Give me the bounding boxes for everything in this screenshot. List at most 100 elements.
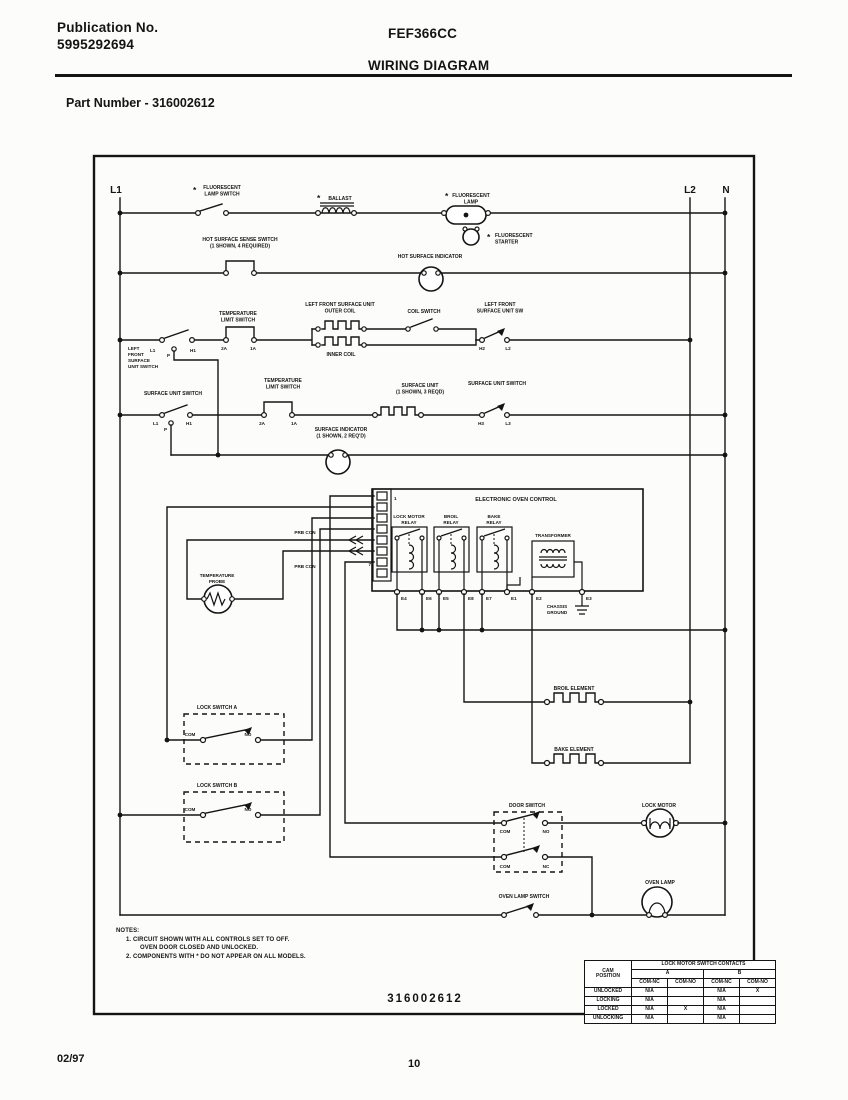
door-switch-label: DOOR SWITCH: [509, 803, 545, 809]
cam-position: UNLOCKED: [584, 987, 632, 997]
cell: [739, 996, 776, 1006]
cell: X: [739, 987, 776, 997]
surface-unit-switch-right-label: SURFACE UNIT SWITCH: [468, 381, 526, 387]
hot-surface-sense-switch-label: HOT SURFACE SENSE SWITCH(1 SHOWN, 4 REQU…: [202, 237, 278, 250]
terminal-l2: L2: [505, 346, 511, 351]
bus-l2-label: L2: [684, 185, 696, 196]
terminal-e6: E6: [426, 596, 432, 601]
surface-unit-label: SURFACE UNIT(1 SHOWN, 3 REQD): [396, 383, 444, 396]
bus-wires: [119, 197, 726, 916]
cell: N/A: [703, 996, 740, 1006]
table-row: UNLOCKING N/A N/A: [584, 1014, 776, 1024]
terminal-e5: E5: [443, 596, 449, 601]
bus-l1-label: L1: [110, 185, 122, 196]
oven-lamp-circuit: OVEN LAMP SWITCH OVEN LAMP: [119, 880, 726, 918]
bake-element: BAKE ELEMENT: [543, 747, 605, 767]
sub-header: COM-NO: [739, 978, 776, 988]
asterisk: *: [445, 191, 449, 201]
diagram-part-number: 316002612: [387, 993, 463, 1005]
junction-dots: [117, 210, 728, 918]
note-line-1b: OVEN DOOR CLOSED AND UNLOCKED.: [140, 945, 259, 952]
lock-table-title: LOCK MOTOR SWITCH CONTACTS: [631, 960, 776, 970]
terminal-e2: E2: [536, 596, 542, 601]
hot-surface-indicator-circuit: HOT SURFACE SENSE SWITCH(1 SHOWN, 4 REQU…: [119, 237, 726, 292]
cam-position-header: CAM POSITION: [584, 960, 632, 988]
broil-element-label: BROIL ELEMENT: [554, 686, 595, 692]
lock-motor-switch-contacts-table: CAM POSITION LOCK MOTOR SWITCH CONTACTS …: [584, 960, 776, 1024]
cell: N/A: [703, 1005, 740, 1015]
connector-pin-1-label: 1: [394, 496, 397, 501]
surface-indicator-circuit: SURFACE INDICATOR(1 SHOWN, 2 REQ'D): [170, 427, 726, 475]
door-switch: DOOR SWITCH COM NO COM NC: [493, 803, 645, 916]
terminal-no: NO: [245, 807, 252, 812]
lock-motor: LOCK MOTOR: [640, 803, 726, 838]
transformer-label: TRANSFORMER: [535, 533, 571, 538]
eoc-connector: [372, 488, 392, 582]
cell: X: [667, 1005, 704, 1015]
oven-lamp-label: OVEN LAMP: [645, 880, 675, 886]
terminal-com: COM: [500, 829, 511, 834]
terminal-com: COM: [185, 807, 196, 812]
chassis-ground-symbol: [575, 594, 589, 615]
cell: [739, 1005, 776, 1015]
terminal-2a: 2A: [221, 346, 228, 351]
terminal-h2: H2: [479, 346, 485, 351]
hot-surface-indicator-label: HOT SURFACE INDICATOR: [398, 254, 463, 260]
bake-element-label: BAKE ELEMENT: [554, 747, 593, 753]
note-line-2: 2. COMPONENTS WITH * DO NOT APPEAR ON AL…: [126, 954, 306, 961]
terminal-e8: E8: [468, 596, 474, 601]
broil-element: BROIL ELEMENT: [543, 686, 605, 706]
oven-lamp-switch-label: OVEN LAMP SWITCH: [499, 894, 550, 900]
prb-con-label: PRB CON: [294, 530, 316, 535]
terminal-no: NO: [543, 829, 550, 834]
cam-position: LOCKED: [584, 1005, 632, 1015]
asterisk: *: [193, 185, 197, 195]
lock-switch-b: LOCK SWITCH B COM NO: [119, 783, 285, 843]
note-line-1: 1. CIRCUIT SHOWN WITH ALL CONTROLS SET T…: [126, 936, 290, 943]
broil-relay: [433, 526, 470, 573]
terminal-1a: 1A: [250, 346, 257, 351]
publication-label: Publication No.: [57, 20, 159, 35]
terminal-e3: E3: [586, 596, 592, 601]
prb-con-label: PRB CON: [294, 564, 316, 569]
bake-relay: [476, 526, 513, 573]
surface-indicator-label: SURFACE INDICATOR(1 SHOWN, 2 REQ'D): [315, 427, 368, 440]
transformer: [531, 540, 575, 578]
cell: [667, 1014, 704, 1024]
eoc-harness-wires: [166, 495, 726, 858]
page-title: WIRING DIAGRAM: [368, 58, 490, 73]
terminal-h1: H1: [190, 348, 196, 353]
terminal-e4: E4: [401, 596, 407, 601]
cell: N/A: [631, 1005, 668, 1015]
cell: [739, 1014, 776, 1024]
group-b-header: B: [703, 969, 776, 979]
lock-motor-label: LOCK MOTOR: [642, 803, 676, 809]
sub-header: COM-NC: [631, 978, 668, 988]
terminal-l1: L1: [150, 348, 156, 353]
terminal-l3: L3: [505, 421, 511, 426]
terminal-2a: 2A: [259, 421, 266, 426]
terminal-1a: 1A: [291, 421, 298, 426]
publication-number: 5995292694: [57, 37, 135, 52]
terminal-e1: E1: [511, 596, 517, 601]
terminal-nc: NC: [543, 864, 550, 869]
lock-switch-b-label: LOCK SWITCH B: [197, 783, 238, 789]
sub-header: COM-NO: [667, 978, 704, 988]
ballast-label: BALLAST: [328, 196, 351, 202]
asterisk: *: [487, 232, 491, 242]
notes: NOTES: 1. CIRCUIT SHOWN WITH ALL CONTROL…: [116, 927, 346, 962]
